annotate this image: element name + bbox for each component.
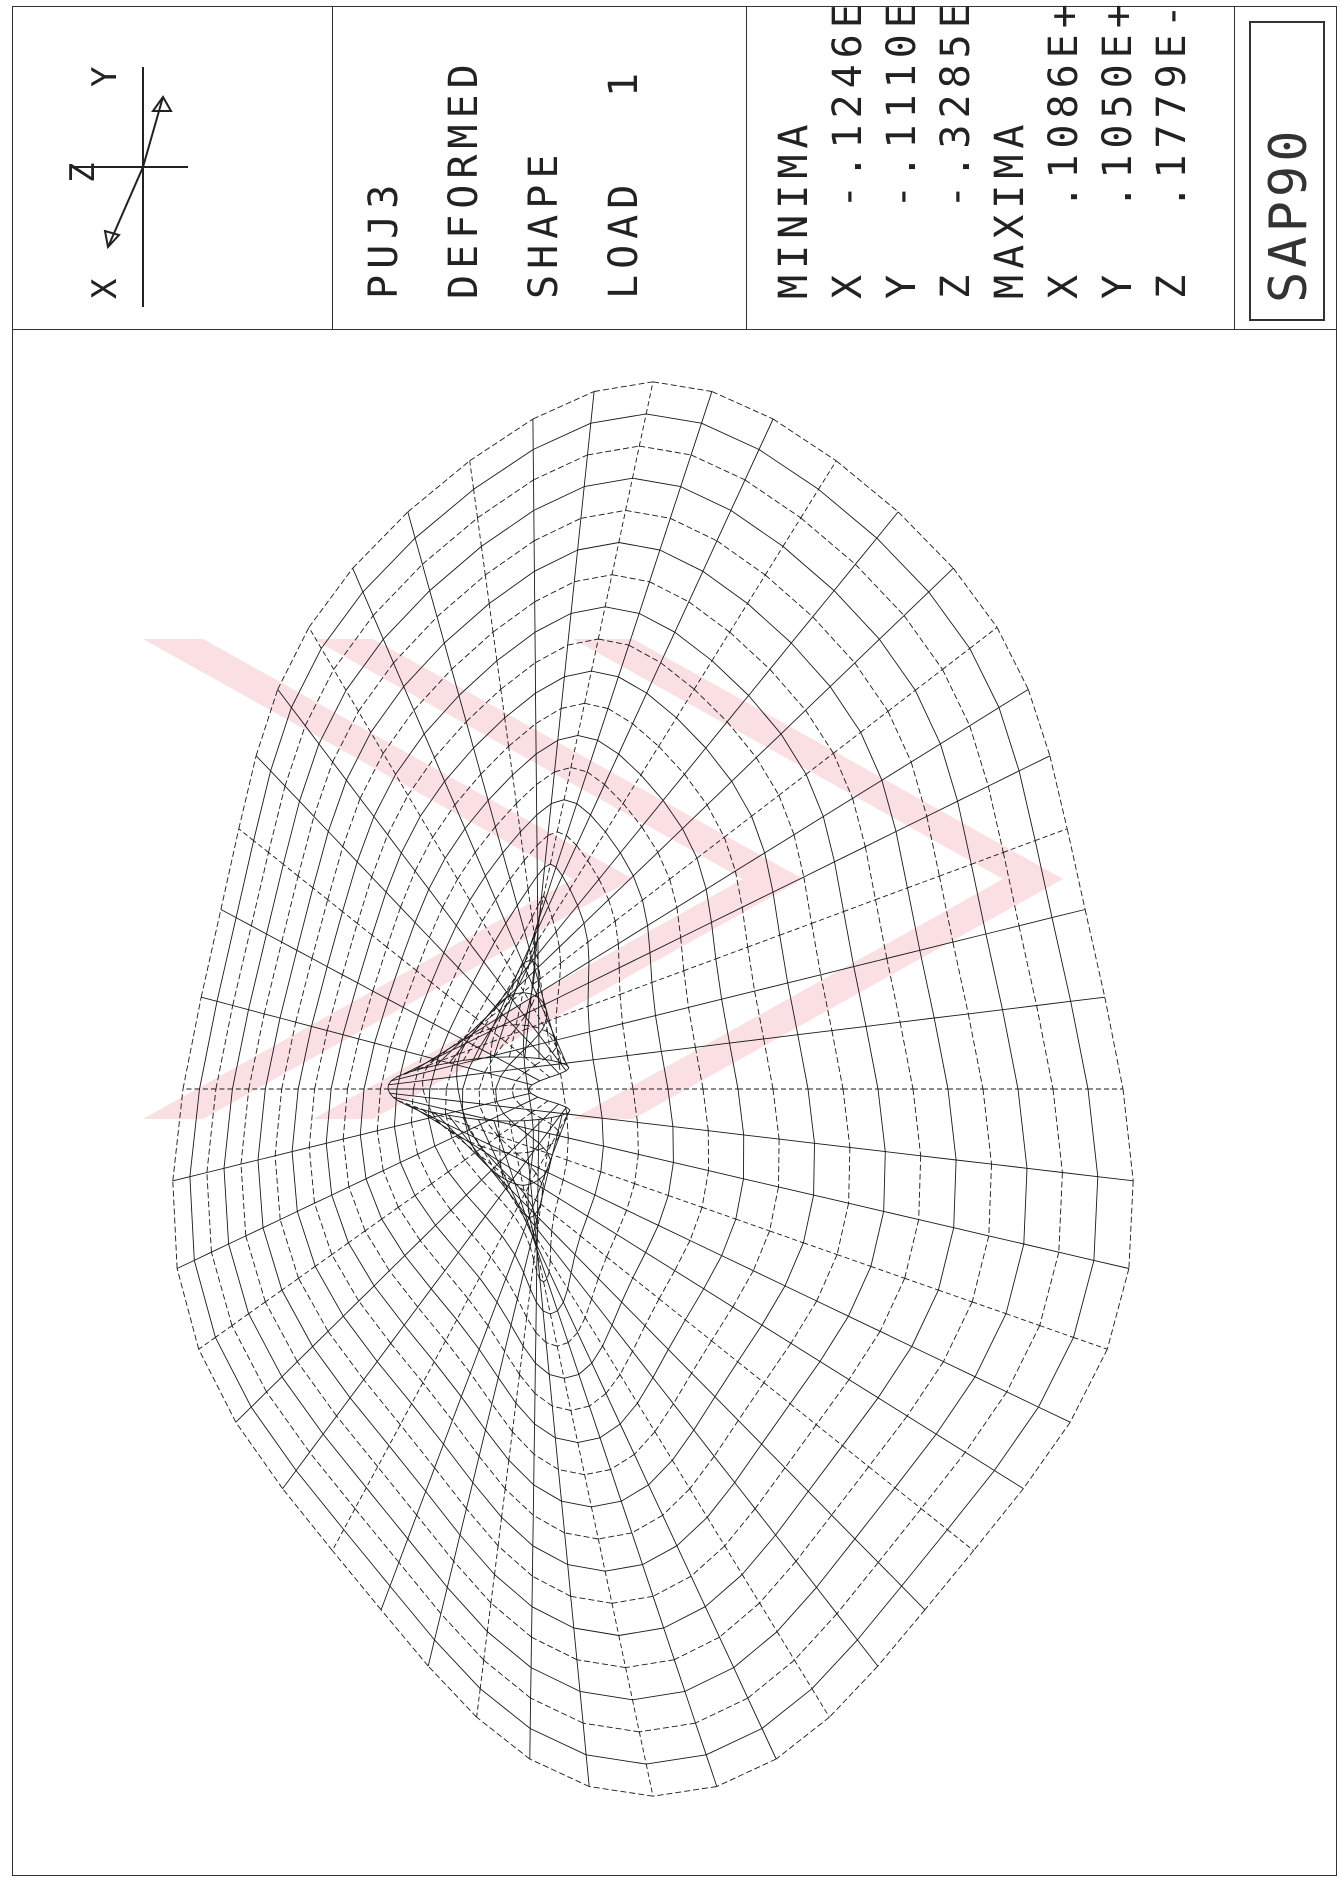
- minima-x: X -.1246E+00: [825, 0, 871, 299]
- minima-y: Y -.1110E+00: [879, 0, 925, 299]
- program-logo-box: SAP90: [1249, 21, 1325, 321]
- axes-triad-icon: [73, 67, 188, 307]
- maxima-title: MAXIMA: [987, 118, 1033, 300]
- deformed-shape-plot: [13, 329, 1338, 1877]
- drawing-frame: X Y Z PUJ3 DEFORMED SHAPE LOAD 1 MINIMA …: [12, 0, 1338, 1877]
- axis-label-x: X: [85, 278, 125, 299]
- program-logo-panel: SAP90: [1235, 7, 1338, 329]
- load-label: LOAD: [601, 178, 647, 299]
- load-value: 1: [601, 66, 647, 97]
- axis-label-y: Y: [85, 66, 125, 87]
- definitions-panel: PUJ3 DEFORMED SHAPE LOAD 1: [333, 7, 747, 329]
- axis-label-z: Z: [63, 162, 103, 183]
- maxima-z: Z .1779E-02: [1149, 0, 1195, 299]
- plot-subtype: SHAPE: [521, 148, 567, 299]
- minima-z: Z -.3285E+00: [933, 0, 979, 299]
- program-logo: SAP90: [1259, 126, 1319, 303]
- extrema-panel: MINIMA X -.1246E+00 Y -.1110E+00 Z -.328…: [747, 0, 1235, 329]
- wireframe-mesh: [143, 381, 1134, 1797]
- model-name: PUJ3: [361, 178, 407, 299]
- minima-title: MINIMA: [771, 118, 817, 300]
- title-block: X Y Z PUJ3 DEFORMED SHAPE LOAD 1 MINIMA …: [13, 0, 1338, 330]
- axes-triad-panel: X Y Z: [13, 7, 333, 329]
- maxima-y: Y .1050E+00: [1095, 0, 1141, 299]
- plot-type: DEFORMED: [441, 58, 487, 299]
- maxima-x: X .1086E+00: [1041, 0, 1087, 299]
